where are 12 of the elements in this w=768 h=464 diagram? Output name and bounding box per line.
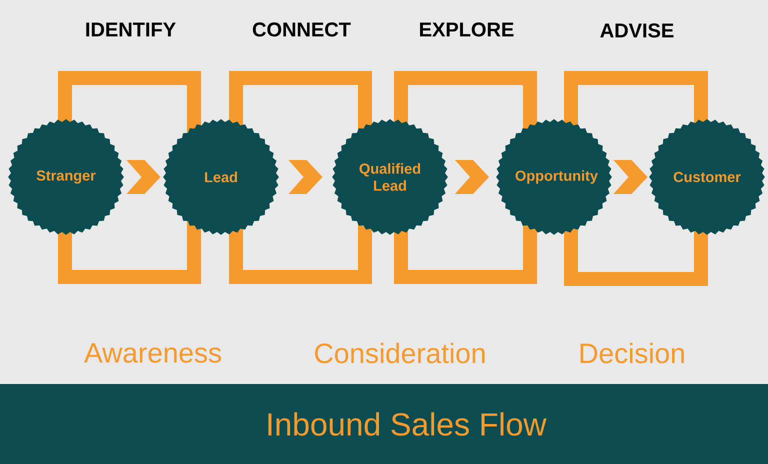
stage-heading: IDENTIFY bbox=[86, 22, 176, 36]
phase-label: Consideration bbox=[315, 342, 485, 364]
stage-heading: CONNECT bbox=[252, 22, 351, 37]
stage-heading: ADVISE bbox=[600, 23, 674, 38]
phase-label: Decision bbox=[580, 342, 684, 364]
phase-label: Awareness bbox=[84, 343, 221, 363]
title-banner: Inbound Sales Flow bbox=[0, 384, 768, 464]
chevron-arrow bbox=[288, 160, 322, 194]
chevron-arrow bbox=[614, 160, 648, 194]
stage-heading: EXPLORE bbox=[420, 22, 514, 37]
chevron-arrow bbox=[126, 160, 160, 194]
chevron-arrow bbox=[455, 160, 489, 194]
